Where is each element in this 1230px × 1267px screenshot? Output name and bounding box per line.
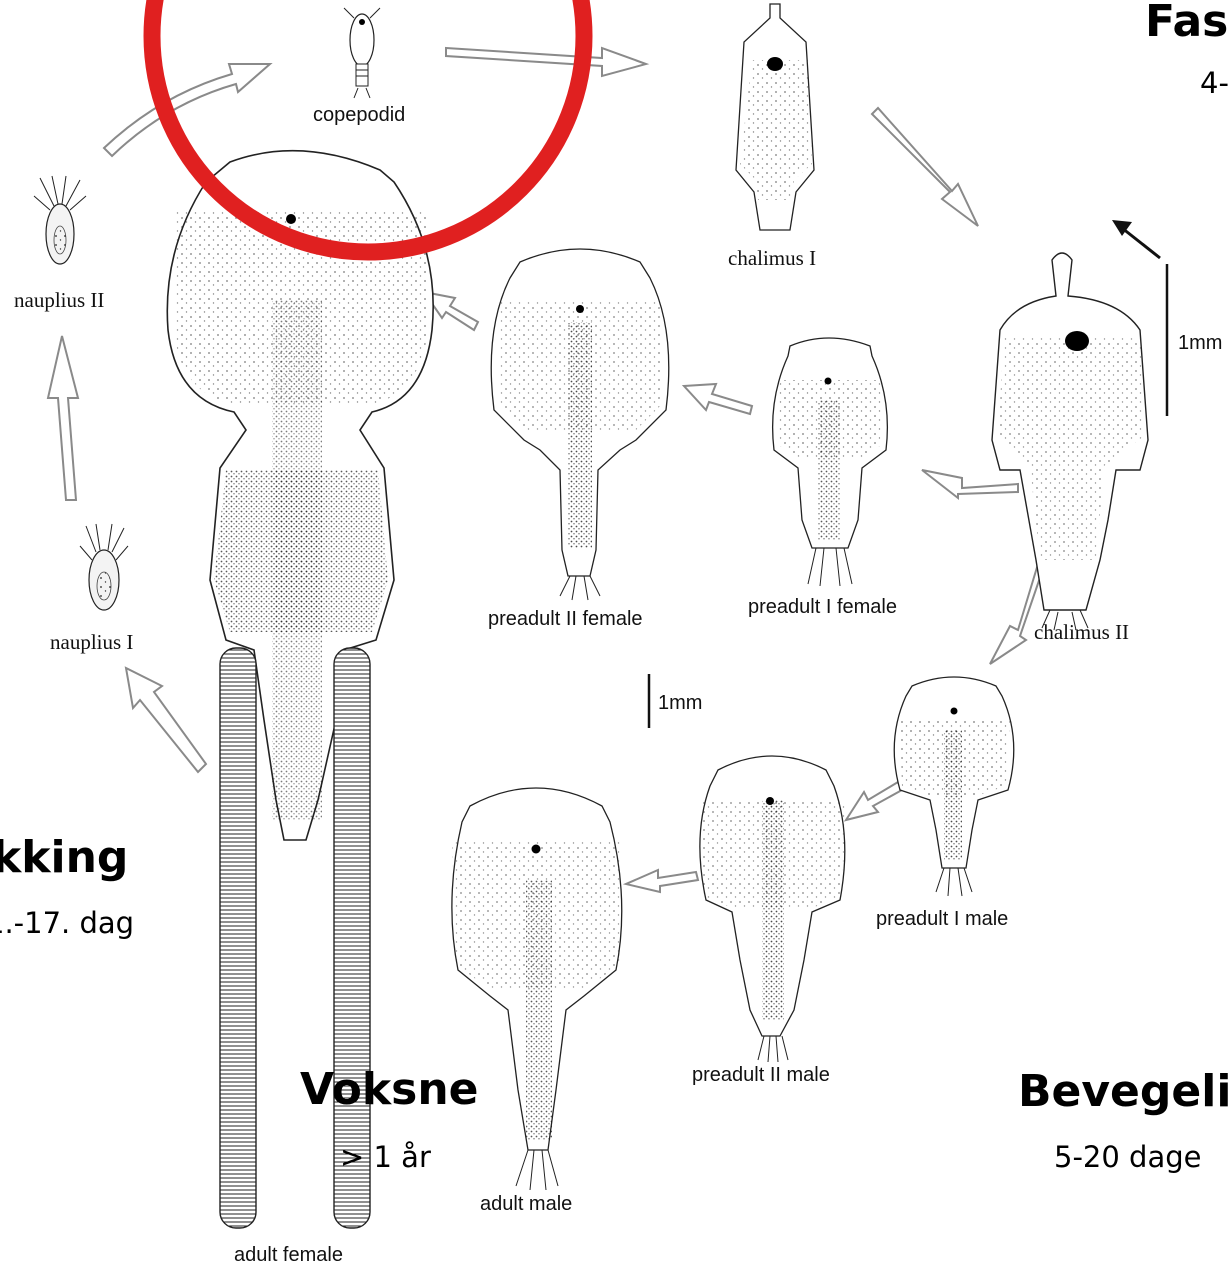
flow-arrow-chalimus2-to-preadult1m bbox=[990, 564, 1044, 664]
preadult-1-female-organism bbox=[773, 338, 888, 586]
flow-arrow-chalimus2-to-preadult1f bbox=[922, 470, 1018, 498]
stage-title-fastsittende: Fas bbox=[1145, 0, 1228, 47]
label-preadult-1-female: preadult I female bbox=[748, 596, 897, 619]
small-black-arrow bbox=[1122, 228, 1160, 258]
preadult-1-male-organism bbox=[894, 677, 1014, 896]
label-adult-female: adult female bbox=[234, 1244, 343, 1267]
scale-label-top: 1mm bbox=[1178, 332, 1222, 355]
preadult-2-male-organism bbox=[700, 756, 846, 1062]
label-preadult-1-male: preadult I male bbox=[876, 908, 1008, 931]
flow-arrow-copepodid-to-chalimus1 bbox=[446, 48, 646, 76]
flow-arrow-nauplius1-to-nauplius2 bbox=[48, 336, 78, 500]
chalimus-1-organism bbox=[736, 4, 814, 230]
flow-arrow-egg-to-nauplius1 bbox=[126, 668, 206, 772]
label-preadult-2-male: preadult II male bbox=[692, 1064, 830, 1087]
flow-arrow-chalimus1-to-chalimus2 bbox=[872, 108, 978, 226]
chalimus-2-organism bbox=[992, 253, 1148, 630]
stage-duration-klekking: 1.-17. dag bbox=[0, 906, 134, 940]
label-nauplius-2: nauplius II bbox=[14, 288, 104, 313]
stage-title-voksne: Voksne bbox=[300, 1064, 479, 1115]
nauplius-1-organism bbox=[80, 524, 128, 610]
scale-label-middle: 1mm bbox=[658, 692, 702, 715]
label-adult-male: adult male bbox=[480, 1193, 572, 1216]
stage-title-bevegelige: Bevegeli bbox=[1018, 1066, 1230, 1117]
copepodid-organism bbox=[344, 8, 380, 98]
label-copepodid: copepodid bbox=[313, 104, 405, 127]
label-nauplius-1: nauplius I bbox=[50, 630, 133, 655]
adult-male-organism bbox=[452, 788, 622, 1190]
flow-arrow-preadult1m-to-preadult2m bbox=[846, 782, 902, 820]
flow-arrow-preadult1f-to-preadult2f bbox=[684, 384, 752, 414]
stage-duration-bevegelige: 5-20 dage bbox=[1054, 1140, 1201, 1174]
label-chalimus-1: chalimus I bbox=[728, 246, 816, 271]
nauplius-2-organism bbox=[34, 176, 86, 264]
label-preadult-2-female: preadult II female bbox=[488, 608, 643, 631]
stage-duration-fastsittende: 4- bbox=[1200, 66, 1229, 100]
egg-string-left bbox=[220, 648, 256, 1228]
label-chalimus-2: chalimus II bbox=[1034, 620, 1129, 645]
preadult-2-female-organism bbox=[491, 249, 669, 600]
stage-title-klekking: kking bbox=[0, 832, 128, 883]
flow-arrow-preadult2m-to-adultmale bbox=[626, 870, 698, 892]
stage-duration-voksne: > 1 år bbox=[340, 1140, 431, 1174]
